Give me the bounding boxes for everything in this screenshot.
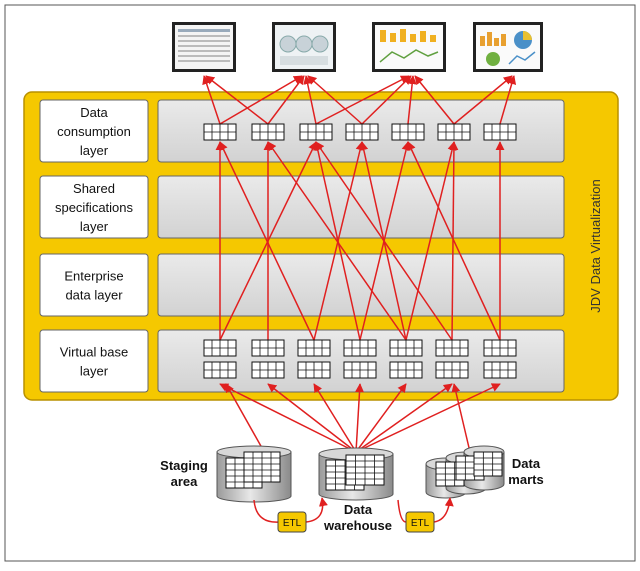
table-grids bbox=[203, 123, 517, 379]
flow-arrow bbox=[453, 75, 513, 125]
flow-arrow bbox=[313, 383, 357, 453]
flow-arrow bbox=[225, 383, 263, 449]
flow-arrow bbox=[451, 383, 471, 453]
table-grid-icon bbox=[343, 339, 377, 357]
table-grid-icon bbox=[203, 339, 237, 357]
source-label: Staging bbox=[160, 458, 208, 473]
table-grid-icon bbox=[299, 123, 333, 141]
flow-arrow bbox=[405, 141, 457, 341]
source-label: marts bbox=[508, 472, 543, 487]
layer-label-line: specifications bbox=[55, 200, 134, 215]
table-grid-icon bbox=[203, 123, 237, 141]
source-label: area bbox=[171, 474, 199, 489]
flow-arrow bbox=[355, 383, 453, 453]
table-grid-icon bbox=[345, 123, 379, 141]
flow-arrow bbox=[219, 383, 357, 453]
table-grid-icon bbox=[437, 123, 471, 141]
flow-arrow bbox=[407, 75, 417, 125]
etl-label: ETL bbox=[411, 518, 430, 529]
dashboard-screen-icon bbox=[372, 22, 446, 72]
flow-arrow bbox=[315, 75, 410, 125]
layer-label-line: Data bbox=[80, 105, 108, 120]
etl-label: ETL bbox=[283, 518, 302, 529]
table-grid-icon bbox=[391, 123, 425, 141]
table-grid-icon bbox=[389, 361, 423, 379]
table-grid-icon bbox=[251, 361, 285, 379]
arrows bbox=[202, 75, 517, 453]
dashboard-screen-icon bbox=[172, 22, 236, 72]
flow-arrow bbox=[315, 141, 453, 341]
etl-flow-arrow bbox=[305, 497, 328, 523]
flow-arrow bbox=[355, 383, 365, 453]
flow-arrow bbox=[267, 383, 357, 453]
table-grid-icon bbox=[435, 339, 469, 357]
platform-label: JDV Data Virtualization bbox=[588, 179, 603, 312]
flow-arrow bbox=[267, 75, 305, 125]
table-grid-icon bbox=[345, 454, 385, 486]
flow-arrow bbox=[307, 75, 363, 125]
flow-arrow bbox=[219, 141, 315, 341]
table-grid-icon bbox=[203, 361, 237, 379]
flow-arrow bbox=[414, 75, 455, 125]
layer-label-box bbox=[39, 175, 149, 239]
flow-arrow bbox=[205, 75, 269, 125]
layer-row-enterprise: Enterprise data layer bbox=[39, 253, 565, 317]
table-grid-icon bbox=[297, 339, 331, 357]
layer-label-line: layer bbox=[80, 143, 109, 158]
layer-row-virtual: Virtual base layer bbox=[39, 329, 565, 393]
flow-arrow bbox=[449, 141, 459, 341]
table-grid-icon bbox=[435, 361, 469, 379]
layer-panel bbox=[157, 253, 565, 317]
layer-label-line: layer bbox=[80, 364, 109, 379]
table-grid-icon bbox=[483, 361, 517, 379]
layer-label-box bbox=[39, 99, 149, 163]
layer-label-box bbox=[39, 253, 149, 317]
layer-label-line: Shared bbox=[73, 181, 115, 196]
source-label: warehouse bbox=[323, 518, 392, 533]
layer-label-line: consumption bbox=[57, 124, 131, 139]
etl-flow-arrow bbox=[253, 499, 281, 523]
table-grid-icon bbox=[389, 339, 423, 357]
flow-arrow bbox=[407, 141, 501, 341]
flow-arrow bbox=[499, 75, 517, 125]
flow-arrow bbox=[355, 383, 407, 453]
flow-arrow bbox=[219, 75, 303, 125]
etl-badge: ETL bbox=[277, 511, 307, 533]
flow-arrow bbox=[361, 75, 412, 125]
layer-label-line: data layer bbox=[65, 288, 123, 303]
layer-label-line: Enterprise bbox=[64, 269, 123, 284]
etl-badge: ETL bbox=[405, 511, 435, 533]
dashboard-screen-icon bbox=[272, 22, 336, 72]
flow-arrow bbox=[267, 141, 407, 341]
etl-flow-arrow bbox=[433, 497, 454, 523]
table-grid-icon bbox=[243, 451, 281, 483]
dashboard-screen-icon bbox=[473, 22, 543, 72]
layer-label-line: layer bbox=[80, 219, 109, 234]
dashboard-screens bbox=[172, 22, 543, 72]
source-label: Data bbox=[512, 456, 541, 471]
table-grid-icon bbox=[483, 339, 517, 357]
flow-arrow bbox=[313, 141, 361, 341]
table-grid-icon bbox=[297, 361, 331, 379]
platform-background bbox=[23, 91, 619, 401]
flow-arrow bbox=[355, 383, 501, 453]
etl-flow-arrow bbox=[397, 499, 407, 523]
table-grid-icon bbox=[343, 361, 377, 379]
layer-row-shared: Shared specifications layer bbox=[39, 175, 565, 239]
layer-label-box bbox=[39, 329, 149, 393]
source-label: Data bbox=[344, 502, 373, 517]
layer-panel bbox=[157, 329, 565, 393]
layer-label-line: Virtual base bbox=[60, 345, 128, 360]
table-grid-icon bbox=[473, 451, 503, 477]
table-grid-icon bbox=[251, 339, 285, 357]
table-grid-icon bbox=[251, 123, 285, 141]
table-grid-icon bbox=[483, 123, 517, 141]
